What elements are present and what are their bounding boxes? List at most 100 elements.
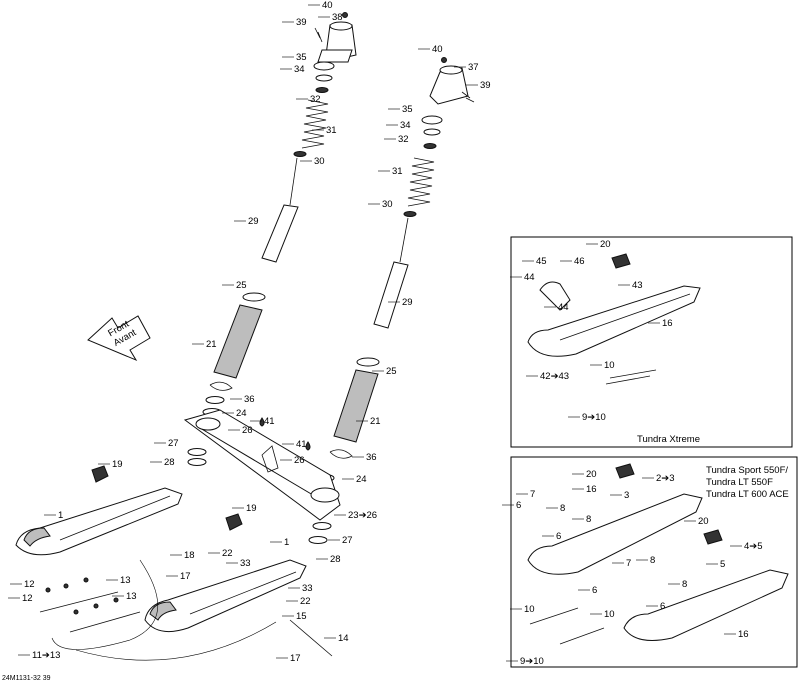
- callout-sport-4: 3: [624, 490, 629, 501]
- callout-main-48: 33: [302, 583, 313, 594]
- xtreme-title: Tundra Xtreme: [637, 434, 700, 445]
- callout-sport-0: 20: [586, 469, 597, 480]
- drawing-reference: 24M1131-32 39: [2, 675, 51, 682]
- callout-main-20: 35: [402, 104, 413, 115]
- callout-sport-2: 7: [530, 489, 535, 500]
- callout-main-41: 11➔13: [32, 650, 60, 661]
- callout-main-26: 25: [386, 366, 397, 377]
- callout-sport-18: 10: [604, 609, 615, 620]
- cross-tube: [183, 409, 341, 544]
- leader-lines: [8, 4, 742, 662]
- left-ski-upper: [15, 465, 183, 556]
- callout-main-50: 15: [296, 611, 307, 622]
- callout-xtreme-0: 20: [600, 239, 611, 250]
- callout-sport-13: 6: [592, 585, 597, 596]
- callout-main-37: 12: [24, 579, 35, 590]
- callout-main-27: 21: [370, 416, 381, 427]
- callout-sport-15: 6: [660, 601, 665, 612]
- callout-main-23: 31: [392, 166, 403, 177]
- callout-sport-3: 16: [586, 484, 597, 495]
- callout-sport-10: 4➔5: [744, 541, 763, 552]
- callout-main-33: 27: [342, 535, 353, 546]
- callout-sport-19: 16: [738, 629, 749, 640]
- callout-main-12: 24: [236, 408, 247, 419]
- callout-main-32: 23➔26: [348, 510, 377, 521]
- callout-main-7: 30: [314, 156, 325, 167]
- callout-main-2: 39: [296, 17, 307, 28]
- callout-xtreme-7: 42➔43: [540, 371, 569, 382]
- callout-xtreme-8: 10: [604, 360, 615, 371]
- callout-main-25: 29: [402, 297, 413, 308]
- callout-main-10: 21: [206, 339, 217, 350]
- callout-sport-6: 6: [516, 500, 521, 511]
- callout-main-1: 38: [332, 12, 343, 23]
- callout-main-19: 39: [480, 80, 491, 91]
- callout-main-9: 25: [236, 280, 247, 291]
- callout-sport-7: 6: [556, 531, 561, 542]
- tundra-sport-box: Tundra Sport 550F/ Tundra LT 550F Tundra…: [510, 456, 798, 668]
- callout-main-45: 18: [184, 550, 195, 561]
- callout-xtreme-5: 43: [632, 280, 643, 291]
- callout-main-8: 29: [248, 216, 259, 227]
- callout-main-44: 33: [240, 558, 251, 569]
- callout-sport-12: 8: [650, 555, 655, 566]
- callout-main-5: 32: [310, 94, 321, 105]
- sport-title-line3: Tundra LT 600 ACE: [706, 489, 789, 500]
- callout-main-6: 31: [326, 125, 337, 136]
- callout-sport-9: 20: [698, 516, 709, 527]
- callout-sport-1: 2➔3: [656, 473, 675, 484]
- callout-xtreme-1: 45: [536, 256, 547, 267]
- callout-xtreme-2: 46: [574, 256, 585, 267]
- callout-main-36: 1: [58, 510, 63, 521]
- callout-main-14: 26: [242, 425, 253, 436]
- callout-main-16: 28: [164, 457, 175, 468]
- callout-main-3: 35: [296, 52, 307, 63]
- callout-main-49: 22: [300, 596, 311, 607]
- callout-main-35: 19: [112, 459, 123, 470]
- callout-main-24: 30: [382, 199, 393, 210]
- callout-xtreme-4: 44: [558, 302, 569, 313]
- callout-sport-8: 8: [586, 514, 591, 525]
- callout-main-21: 34: [400, 120, 411, 131]
- callout-xtreme-3: 44: [524, 272, 535, 283]
- callout-main-39: 12: [22, 593, 33, 604]
- front-direction-arrow: Front Avant: [87, 315, 151, 362]
- callout-main-0: 40: [322, 0, 333, 11]
- callout-main-11: 36: [244, 394, 255, 405]
- callout-main-47: 1: [284, 537, 289, 548]
- callout-main-46: 17: [180, 571, 191, 582]
- sport-title-line2: Tundra LT 550F: [706, 477, 773, 488]
- callout-main-51: 17: [290, 653, 301, 664]
- sport-title-line1: Tundra Sport 550F/: [706, 465, 788, 476]
- callout-sport-11: 7: [626, 558, 631, 569]
- callout-main-18: 37: [468, 62, 479, 73]
- callout-sport-16: 5: [720, 559, 725, 570]
- callout-main-52: 14: [338, 633, 349, 644]
- callout-xtreme-6: 16: [662, 318, 673, 329]
- tundra-xtreme-box: Tundra Xtreme: [510, 236, 793, 448]
- left-runners: [39, 559, 277, 661]
- callout-main-31: 24: [356, 474, 367, 485]
- callout-labels: 4038393534323130292521362441262728403739…: [22, 0, 763, 667]
- callout-main-17: 40: [432, 44, 443, 55]
- right-strut: [315, 57, 475, 482]
- callout-sport-14: 8: [682, 579, 687, 590]
- callout-main-29: 41: [296, 439, 307, 450]
- callout-sport-5: 8: [560, 503, 565, 514]
- callout-main-28: 36: [366, 452, 377, 463]
- callout-main-22: 32: [398, 134, 409, 145]
- callout-main-43: 22: [222, 548, 233, 559]
- callout-main-15: 27: [168, 438, 179, 449]
- callout-sport-20: 9➔10: [520, 656, 544, 667]
- callout-main-34: 28: [330, 554, 341, 565]
- callout-main-13: 41: [264, 416, 275, 427]
- callout-main-38: 13: [120, 575, 131, 586]
- callout-main-30: 26: [294, 455, 305, 466]
- left-strut: [202, 12, 357, 416]
- callout-main-4: 34: [294, 64, 305, 75]
- callout-xtreme-9: 9➔10: [582, 412, 606, 423]
- callout-main-42: 19: [246, 503, 257, 514]
- callout-sport-17: 10: [524, 604, 535, 615]
- callout-main-40: 13: [126, 591, 137, 602]
